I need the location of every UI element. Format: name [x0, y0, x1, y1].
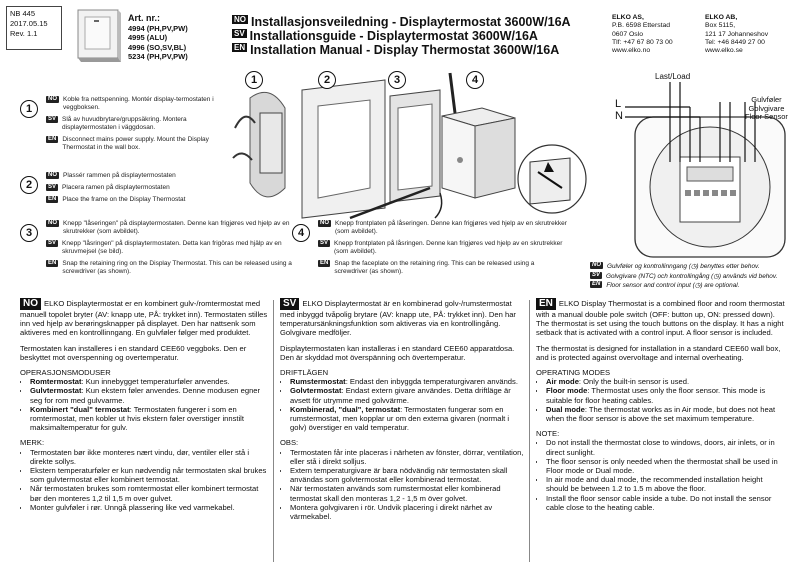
live-label: L: [615, 98, 622, 110]
figure-number-1: 1: [245, 71, 263, 89]
step-number: 2: [20, 176, 38, 194]
article-title: Art. nr.:: [128, 13, 161, 23]
doc-rev: Rev. 1.1: [10, 29, 38, 38]
step-number: 1: [20, 100, 38, 118]
article-line: 4994 (PH,PV,PW): [128, 23, 188, 33]
wall-box-illustration: [232, 91, 286, 198]
column-divider: [273, 300, 274, 562]
doc-date: 2017.05.15: [10, 19, 48, 28]
company-no: ELKO AS, P.B. 6598 Etterstad 0607 Oslo T…: [612, 14, 673, 55]
frame-illustration: [301, 79, 386, 219]
wiring-diagram: Last/Load Gulvføler Golvgivare Floor Sen…: [605, 72, 795, 262]
front-cover-illustration: [441, 107, 516, 199]
figure-number-2: 2: [318, 71, 336, 89]
assembly-illustration: 1 2 3 4: [230, 68, 530, 228]
product-image: [74, 8, 122, 64]
article-numbers: Art. nr.: 4994 (PH,PV,PW) 4995 (ALU) 499…: [128, 13, 188, 62]
doc-info-box: NB 445 2017.05.15 Rev. 1.1: [6, 6, 62, 50]
retaining-ring-illustration: [389, 89, 441, 203]
lang-badge-sv: SV: [232, 29, 247, 38]
article-line: 4996 (SO,SV,BL): [128, 42, 187, 52]
detail-zoom-illustration: [508, 142, 596, 216]
step-number: 3: [20, 224, 38, 242]
company-se: ELKO AB, Box 5115, 121 17 Johanneshov Te…: [705, 14, 769, 55]
article-line: 4995 (ALU): [128, 33, 168, 42]
column-divider: [529, 300, 530, 562]
lang-badge-en: EN: [232, 43, 248, 52]
figure-number-4: 4: [466, 71, 484, 89]
lang-badge-no: NO: [232, 15, 248, 24]
neutral-label: N: [615, 110, 623, 122]
article-line: 5234 (PH,PV,PW): [128, 52, 188, 61]
step-number: 4: [292, 224, 310, 242]
lang-header-en: EN: [536, 298, 556, 310]
lang-header-no: NO: [20, 298, 41, 310]
figure-number-3: 3: [388, 71, 406, 89]
sensor-label: Gulvføler Golvgivare Floor Sensor: [745, 95, 788, 121]
load-label: Last/Load: [655, 72, 691, 81]
doc-code: NB 445: [10, 9, 36, 18]
lang-header-sv: SV: [280, 298, 300, 310]
